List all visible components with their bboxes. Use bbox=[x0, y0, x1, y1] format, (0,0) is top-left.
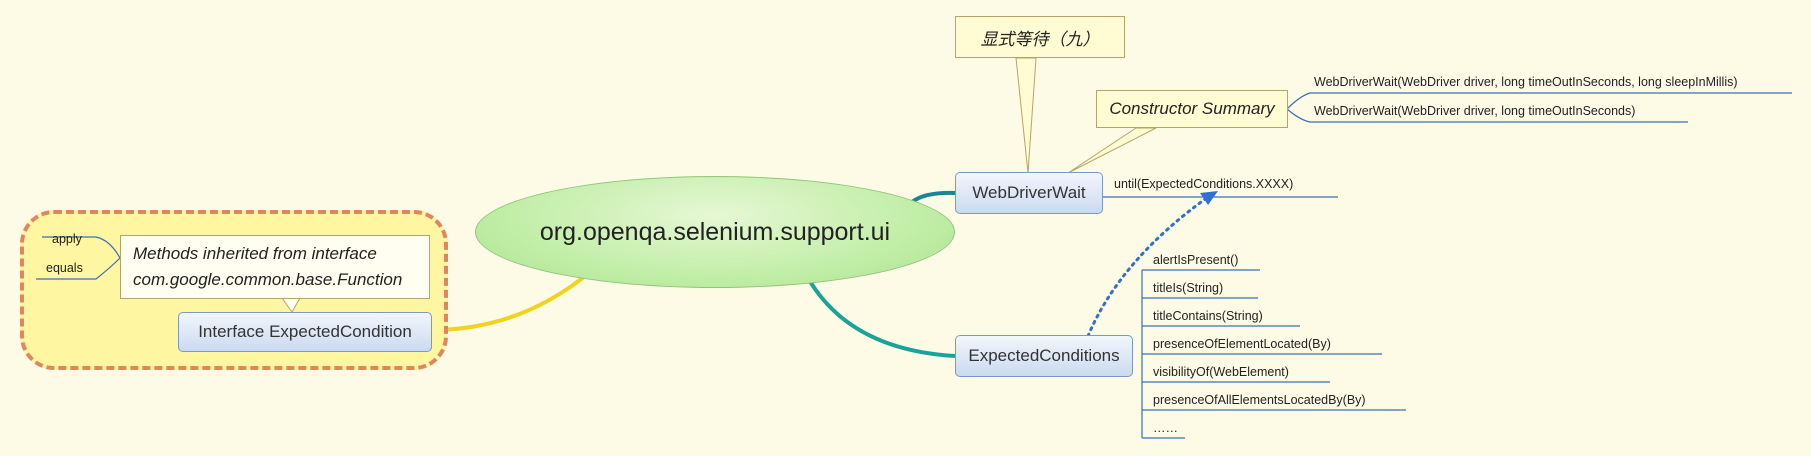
ec-item[interactable]: titleIs(String) bbox=[1153, 281, 1224, 295]
constructor-summary-callout[interactable]: Constructor Summary bbox=[1096, 90, 1288, 128]
interface-callout-line1: Methods inherited from interface bbox=[133, 244, 377, 263]
interface-callout-line2: com.google.common.base.Function bbox=[133, 270, 403, 289]
constructor-summary-label: Constructor Summary bbox=[1109, 99, 1275, 118]
link-wdw-until bbox=[1101, 192, 1338, 198]
relationship-dotted-arrow bbox=[1086, 195, 1210, 338]
interface-methods-callout[interactable]: Methods inherited from interface com.goo… bbox=[120, 235, 430, 299]
relationship-arrow-head bbox=[1200, 191, 1218, 205]
link-central-webdriverwait bbox=[910, 190, 956, 204]
title-callout-label: 显式等待（九） bbox=[980, 29, 1100, 49]
link-central-expectedconditions bbox=[806, 276, 956, 358]
webdriverwait-node[interactable]: WebDriverWait bbox=[955, 172, 1103, 214]
link-constructor-items bbox=[1286, 92, 1792, 123]
constructor-callout-pointer bbox=[1067, 127, 1157, 174]
interface-item[interactable]: equals bbox=[46, 261, 83, 275]
ec-item[interactable]: titleContains(String) bbox=[1153, 309, 1263, 323]
title-callout-pointer bbox=[1015, 57, 1037, 174]
ec-item[interactable]: presenceOfAllElementsLocatedBy(By) bbox=[1153, 393, 1366, 407]
interface-expectedcondition-node[interactable]: Interface ExpectedCondition bbox=[178, 312, 432, 352]
constructor-item[interactable]: WebDriverWait(WebDriver driver, long tim… bbox=[1314, 75, 1738, 89]
central-topic-label: org.openqa.selenium.support.ui bbox=[539, 217, 891, 246]
interface-expectedcondition-label: Interface ExpectedCondition bbox=[198, 322, 412, 341]
interface-item[interactable]: apply bbox=[52, 232, 82, 246]
ec-item[interactable]: presenceOfElementLocated(By) bbox=[1153, 337, 1331, 351]
title-callout[interactable]: 显式等待（九） bbox=[955, 16, 1125, 58]
webdriverwait-label: WebDriverWait bbox=[972, 183, 1086, 202]
ec-item[interactable]: alertIsPresent() bbox=[1153, 253, 1239, 267]
expectedconditions-node[interactable]: ExpectedConditions bbox=[955, 335, 1133, 377]
ec-item[interactable]: visibilityOf(WebElement) bbox=[1153, 365, 1289, 379]
ec-item[interactable]: …… bbox=[1153, 421, 1178, 435]
link-central-interface bbox=[431, 270, 592, 332]
link-ec-items bbox=[1141, 269, 1406, 439]
expectedconditions-label: ExpectedConditions bbox=[968, 346, 1120, 365]
constructor-item[interactable]: WebDriverWait(WebDriver driver, long tim… bbox=[1314, 104, 1636, 118]
until-leaf[interactable]: until(ExpectedConditions.XXXX) bbox=[1114, 177, 1294, 191]
central-topic[interactable]: org.openqa.selenium.support.ui bbox=[475, 176, 955, 288]
